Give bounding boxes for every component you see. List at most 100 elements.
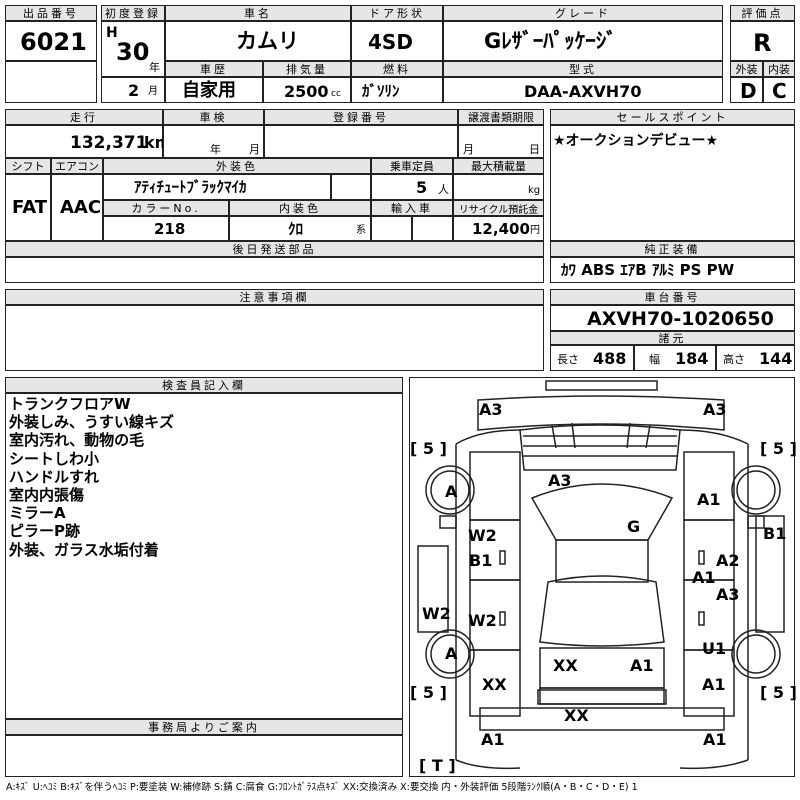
exterior-cell: D (730, 77, 763, 103)
mark: A1 (481, 730, 505, 749)
mileage-cell: 132,371 km (5, 125, 171, 158)
inspector-label: 検査員記入欄 (5, 377, 403, 393)
recycle-fee: 12,400 (472, 220, 530, 238)
fuel-label: 燃料 (351, 61, 443, 77)
grade-cell: Gﾚｻﾞｰﾊﾟｯｹｰｼﾞ (443, 21, 723, 61)
car-name-label: 車名 (165, 5, 351, 21)
displacement: 2500 (284, 82, 329, 101)
length-value: 488 (593, 349, 627, 368)
car-body-diagram (417, 380, 785, 770)
mark: A1 (630, 656, 654, 675)
right-side-skirt (755, 515, 785, 633)
mark: A3 (548, 471, 572, 490)
inspector-line: ピラーP跡 (9, 522, 80, 541)
model-label: 型式 (443, 61, 723, 77)
mileage: 132,371 (70, 133, 148, 153)
front-bumper (477, 395, 725, 431)
color-cell: ｱﾃｨﾁｭｰﾄﾌﾞﾗｯｸﾏｲｶ (103, 174, 331, 200)
registration-year: 30 (116, 38, 150, 66)
color-number-cell: 218 (103, 216, 229, 241)
capacity-label: 乗車定員 (371, 158, 453, 174)
mark: A1 (692, 568, 716, 587)
first-registration-label: 初度登録 (101, 5, 165, 21)
specs-label: 諸元 (550, 331, 795, 345)
rear-bumper (479, 707, 725, 731)
inspector-cell: トランクフロアW 外装しみ、うすい線キズ 室内汚れ、動物の毛 シートしわ小 ハン… (5, 393, 403, 719)
fuel-cell: ｶﾞｿﾘﾝ (351, 77, 443, 103)
width-value: 184 (675, 349, 709, 368)
door-label: ドア形状 (351, 5, 443, 21)
grade-label: グレード (443, 5, 723, 21)
inspector-notes: トランクフロアW 外装しみ、うすい線キズ 室内汚れ、動物の毛 シートしわ小 ハン… (9, 395, 174, 559)
door-type: 4SD (368, 30, 413, 54)
inspector-line: 室内内張傷 (9, 486, 85, 505)
color-extra-cell (331, 174, 371, 200)
score-label: 評価点 (730, 5, 795, 21)
max-load-label: 最大積載量 (453, 158, 544, 174)
front-bumper-top (545, 380, 658, 391)
interior-label: 内装 (763, 61, 795, 77)
office-notice-cell (5, 735, 403, 777)
shift: FAT (12, 197, 48, 218)
exterior-label: 外装 (730, 61, 763, 77)
deadline-cell: 月 日 (458, 125, 544, 158)
height-value: 144 (759, 349, 793, 368)
fuel: ｶﾞｿﾘﾝ (362, 82, 400, 100)
sales-point-cell: ★オークションデビュー★ (550, 125, 795, 241)
score: R (753, 29, 772, 57)
windshield (530, 483, 674, 541)
mark: W2 (422, 604, 451, 623)
color-number-label: カラーNo. (103, 200, 229, 216)
history-label: 車歴 (165, 61, 263, 77)
color-number: 218 (154, 220, 186, 238)
damage-diagram: A3 A3 [ 5 ] [ 5 ] A A3 A1 G B1 W2 B1 A2 … (409, 377, 797, 778)
capacity-cell: 5 人 (371, 174, 453, 200)
mark: [ 5 ] (410, 683, 447, 702)
aircon: AAC (60, 197, 102, 218)
import-label: 輸入車 (371, 200, 453, 216)
import-cell-a (371, 216, 412, 241)
mark: [ 5 ] (410, 439, 447, 458)
inspector-line: 室内汚れ、動物の毛 (9, 431, 145, 450)
wheel-front-left (425, 465, 475, 515)
inspector-line: トランクフロアW (9, 395, 131, 413)
history: 自家用 (182, 80, 236, 101)
shift-cell: FAT (5, 174, 51, 241)
car-name: カムリ (236, 29, 299, 53)
inspection-cell: 年 月 (163, 125, 264, 158)
mark: A3 (479, 400, 503, 419)
equipment-label: 純正装備 (550, 241, 795, 257)
inspection-label: 車検 (163, 109, 264, 125)
interior-grade: C (772, 79, 787, 103)
inspector-line: 外装、ガラス水垢付着 (9, 540, 159, 559)
era-letter: H (106, 25, 118, 41)
registration-month: 2 (128, 81, 140, 100)
interior-color: ｸﾛ (288, 220, 304, 238)
chassis-label: 車台番号 (550, 289, 795, 305)
wheel-rear-left (425, 629, 475, 679)
inspector-line: 外装しみ、うすい線キズ (9, 413, 175, 432)
door-cell: 4SD (351, 21, 443, 61)
side-outline (455, 444, 749, 760)
import-cell-b (412, 216, 453, 241)
deadline-label: 譲渡書類期限 (458, 109, 544, 125)
chassis-cell: AXVH70-1020650 (550, 305, 795, 331)
mark: XX (553, 656, 578, 675)
sales-point-text: ★オークションデビュー★ (553, 133, 719, 149)
lot-number: 6021 (20, 28, 87, 56)
exterior-grade: D (740, 79, 757, 103)
mark: [ T ] (419, 756, 456, 775)
mark: XX (482, 675, 507, 694)
mark: XX (564, 706, 589, 725)
inspector-line: ハンドルすれ (9, 467, 100, 486)
damage-marks: A3 A3 [ 5 ] [ 5 ] A A3 A1 G B1 W2 B1 A2 … (410, 378, 797, 778)
left-side-skirt (417, 545, 449, 633)
history-cell: 自家用 (165, 77, 263, 103)
displacement-cell: 2500 cc (263, 77, 351, 103)
exterior-color: ｱﾃｨﾁｭｰﾄﾌﾞﾗｯｸﾏｲｶ (134, 178, 247, 196)
displacement-label: 排気量 (263, 61, 351, 77)
mark: B1 (469, 551, 493, 570)
sales-point-label: セールスポイント (550, 109, 795, 125)
inspector-line: シートしわ小 (9, 449, 100, 468)
chassis-number: AXVH70-1020650 (587, 308, 774, 330)
